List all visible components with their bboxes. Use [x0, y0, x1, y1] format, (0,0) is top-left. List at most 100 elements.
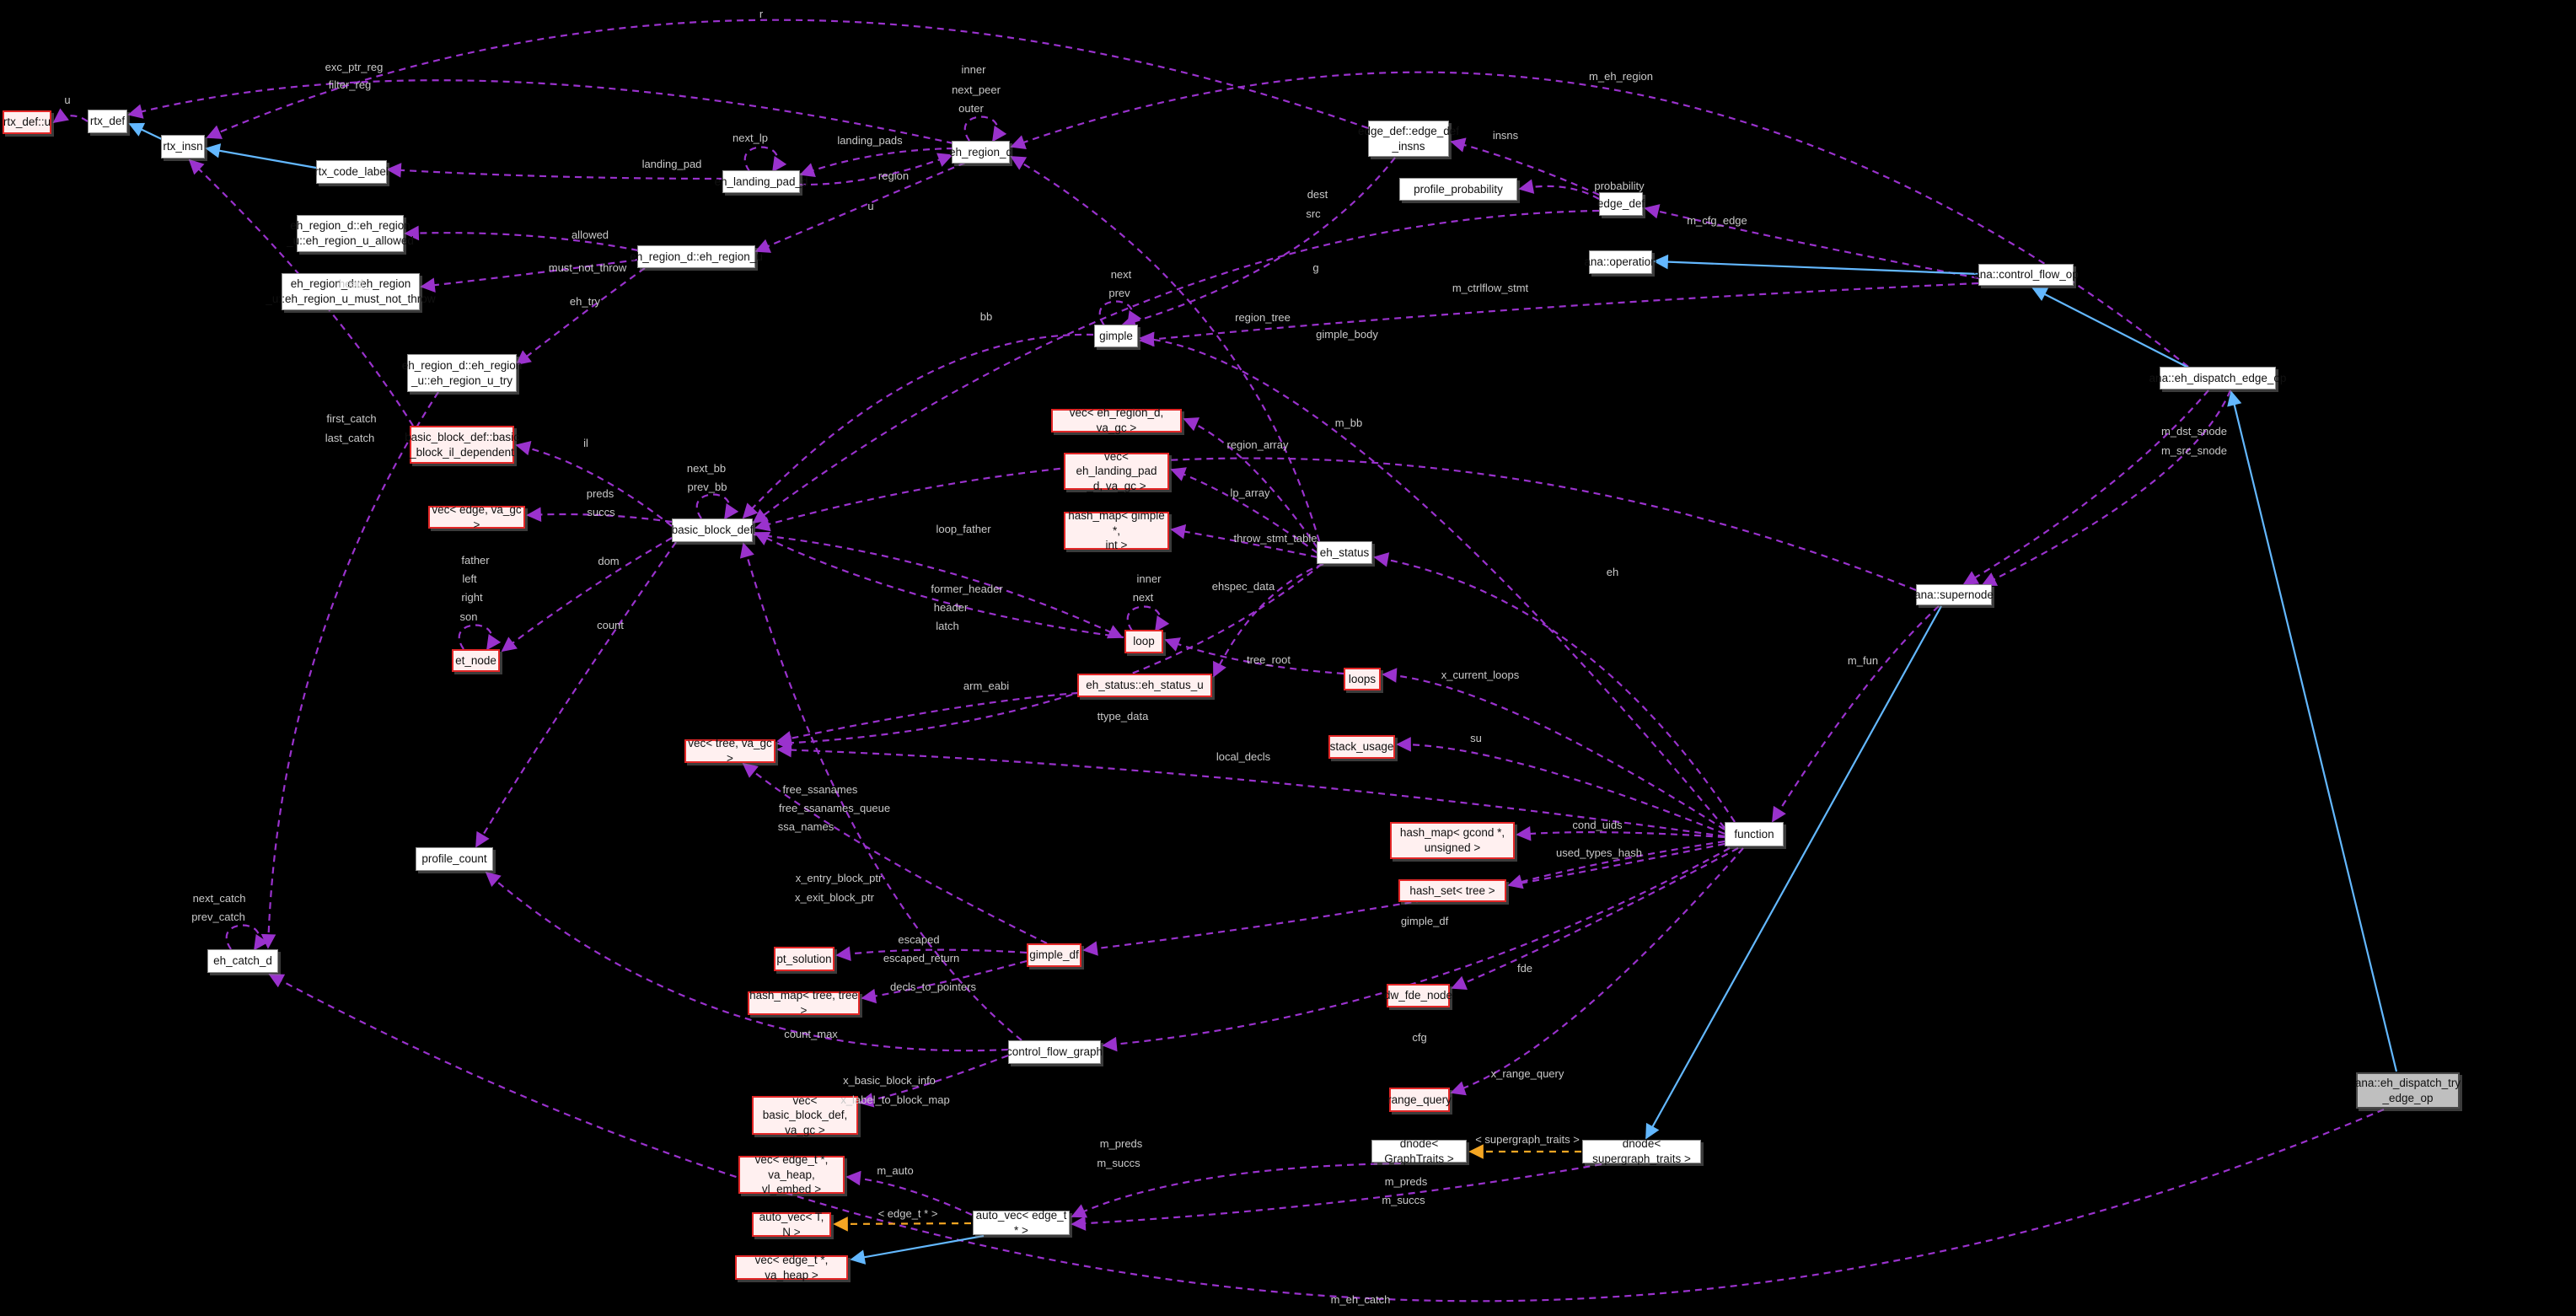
et-node-node[interactable]: et_node: [452, 649, 500, 672]
member-edge: [845, 1170, 973, 1216]
template-edge: [833, 1217, 972, 1232]
pt-solution-node[interactable]: pt_solution: [774, 947, 835, 971]
member-edge: [1126, 605, 1170, 632]
vec-basic-block-def-node[interactable]: vec< basic_block_def, va_gc >: [752, 1094, 858, 1136]
ana-eh-dispatch-edge-op-node[interactable]: ana::eh_dispatch_edge_op: [2149, 367, 2286, 389]
auto-vec-t-n-node[interactable]: auto_vec< T, N >: [752, 1211, 831, 1238]
member-edge: [743, 146, 787, 173]
member-edge: [485, 871, 1009, 1052]
member-edge: [753, 533, 1124, 639]
member-edge: [1170, 467, 1318, 554]
rtx-def-u-node[interactable]: rtx_def::u: [3, 110, 51, 134]
member-edge: [225, 924, 269, 951]
eh-region-u-allowed-node[interactable]: eh_region_d::eh_region _u::eh_region_u_a…: [287, 215, 414, 252]
member-edge: [1098, 300, 1142, 327]
vec-edge-va-gc-node[interactable]: vec< edge, va_gc >: [428, 503, 525, 531]
eh-status-u-node[interactable]: eh_status::eh_status_u: [1077, 674, 1212, 697]
member-edge: [776, 691, 1079, 746]
ana-control-flow-op-node[interactable]: ana::control_flow_op: [1973, 264, 2079, 286]
member-edge: [963, 115, 1007, 142]
member-edge: [52, 108, 89, 124]
inherit-edge: [205, 143, 317, 169]
eh-region-d-node[interactable]: eh_region_d: [949, 141, 1012, 164]
inherit-edge: [1645, 605, 1942, 1140]
eh-region-u-try-node[interactable]: eh_region_d::eh_region _u::eh_region_u_t…: [402, 354, 522, 392]
hash-map-gcond-unsigned-node[interactable]: hash_map< gcond *, unsigned >: [1390, 822, 1515, 859]
hash-map-tree-tree-node[interactable]: hash_map< tree, tree >: [748, 989, 860, 1017]
member-edge: [475, 541, 677, 848]
hash-map-gimple-int-node[interactable]: hash_map< gimple *, int >: [1064, 509, 1169, 551]
loops-node[interactable]: loops: [1344, 668, 1381, 690]
member-edge: [1396, 737, 1725, 835]
member-edge: [515, 267, 646, 366]
member-edge: [1772, 605, 1940, 823]
stack-usage-node[interactable]: stack_usage: [1328, 735, 1395, 759]
member-edge: [754, 532, 1124, 639]
basic-block-def-node[interactable]: basic_block_def: [672, 518, 753, 542]
inherit-edge: [2031, 287, 2191, 369]
member-edge: [458, 624, 502, 651]
vec-edge-t-va-heap-node[interactable]: vec< edge_t *, va_heap >: [735, 1254, 848, 1281]
edge-def-node[interactable]: edge_def: [1597, 192, 1645, 216]
member-edge: [861, 959, 1028, 1004]
member-edge: [1644, 204, 1979, 280]
member-edge: [742, 333, 1094, 519]
ana-supernode-node[interactable]: ana::supernode: [1914, 584, 1994, 605]
dnode-graphtraits-node[interactable]: dnode< GraphTraits >: [1371, 1137, 1467, 1165]
member-edge: [799, 147, 954, 178]
member-edge: [1139, 282, 1979, 347]
edge-def-insns-node[interactable]: edge_def::edge_def _insns: [1358, 121, 1459, 157]
vec-eh-region-d-node[interactable]: vec< eh_region_d, va_gc >: [1051, 406, 1182, 434]
member-edge: [776, 563, 1323, 751]
eh-region-u-must-not-throw-node[interactable]: eh_region_d::eh_region _u::eh_region_u_m…: [266, 273, 436, 310]
dnode-supergraph-traits-node[interactable]: dnode< supergraph_traits >: [1582, 1137, 1701, 1165]
range-query-node[interactable]: range_query: [1387, 1088, 1452, 1112]
member-edge: [858, 1054, 1009, 1108]
ana-operation-node[interactable]: ana::operation: [1584, 250, 1657, 274]
member-edge: [1183, 417, 1318, 549]
member-edge: [188, 158, 414, 427]
member-edge: [776, 742, 1725, 838]
dw-fde-node-node[interactable]: dw_fde_node: [1384, 984, 1452, 1007]
member-edge: [1010, 156, 1321, 542]
vec-tree-va-gc-node[interactable]: vec< tree, va_gc >: [684, 737, 775, 765]
loop-node[interactable]: loop: [1124, 630, 1163, 653]
auto-vec-edge-t-node[interactable]: auto_vec< edge_t * >: [973, 1209, 1070, 1237]
member-edge: [1139, 331, 1725, 829]
member-edge: [754, 457, 1917, 592]
member-edge: [695, 493, 739, 520]
member-edge: [386, 163, 724, 180]
vec-edge-t-vl-embed-node[interactable]: vec< edge_t *, va_heap, vl_embed >: [738, 1153, 845, 1195]
eh-status-node[interactable]: eh_status: [1317, 541, 1372, 564]
basic-block-il-dependent-node[interactable]: basic_block_def::basic _block_il_depende…: [405, 426, 519, 464]
inherit-edge: [1653, 254, 1979, 276]
function-node[interactable]: function: [1725, 822, 1784, 846]
control-flow-graph-node[interactable]: control_flow_graph: [1006, 1040, 1103, 1064]
member-edge: [420, 258, 639, 293]
gimple-node[interactable]: gimple: [1094, 325, 1138, 347]
member-edge: [501, 537, 673, 653]
profile-count-node[interactable]: profile_count: [416, 847, 493, 871]
member-edge: [268, 974, 2385, 1303]
profile-probability-node[interactable]: profile_probability: [1399, 178, 1517, 201]
eh-region-u-node[interactable]: eh_region_d::eh_region_u: [630, 245, 763, 268]
inherit-edge: [128, 122, 166, 142]
hash-set-tree-node[interactable]: hash_set< tree >: [1398, 879, 1506, 902]
ana-eh-dispatch-try-edge-op-node[interactable]: ana::eh_dispatch_try _edge_op: [2355, 1072, 2461, 1109]
eh-catch-d-node[interactable]: eh_catch_d: [207, 949, 278, 973]
eh-landing-pad-d-node[interactable]: eh_landing_pad_d: [714, 170, 808, 193]
member-edge: [206, 19, 1369, 139]
member-edge: [1373, 552, 1736, 823]
rtx-insn-node[interactable]: rtx_insn: [161, 135, 205, 158]
inherit-edge: [850, 1234, 985, 1265]
member-edge: [1516, 826, 1725, 841]
rtx-code-label-node[interactable]: rtx_code_label: [314, 160, 389, 184]
gimple-df-node[interactable]: gimple_df: [1027, 943, 1081, 967]
rtx-def-node[interactable]: rtx_def: [88, 110, 127, 133]
member-edge: [739, 542, 1022, 1041]
member-edge: [1507, 840, 1725, 889]
vec-eh-landing-pad-d-node[interactable]: vec< eh_landing_pad _d, va_gc >: [1064, 450, 1169, 492]
member-edge: [798, 153, 953, 186]
member-edge: [526, 507, 673, 524]
